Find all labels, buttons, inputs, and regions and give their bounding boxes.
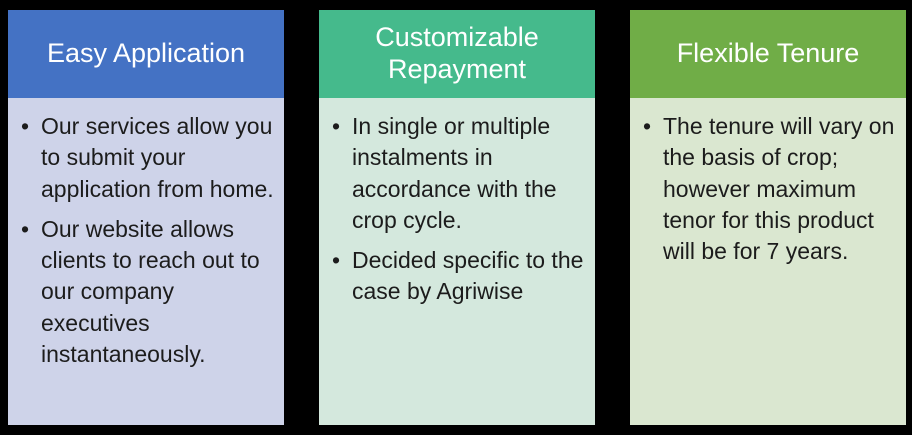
column-body-customizable-repayment: In single or multiple instalments in acc… [319, 98, 595, 425]
bullet-item: Our services allow you to submit your ap… [20, 111, 276, 205]
column-easy-application: Easy Application Our services allow you … [8, 10, 284, 425]
column-header-customizable-repayment: Customizable Repayment [319, 10, 595, 98]
bullet-item: Decided specific to the case by Agriwise [331, 245, 587, 308]
bullet-item: The tenure will vary on the basis of cro… [642, 111, 898, 267]
column-header-easy-application: Easy Application [8, 10, 284, 98]
column-body-flexible-tenure: The tenure will vary on the basis of cro… [630, 98, 906, 425]
column-flexible-tenure: Flexible Tenure The tenure will vary on … [630, 10, 906, 425]
column-header-flexible-tenure: Flexible Tenure [630, 10, 906, 98]
bullet-item: In single or multiple instalments in acc… [331, 111, 587, 236]
bullet-item: Our website allows clients to reach out … [20, 214, 276, 370]
column-body-easy-application: Our services allow you to submit your ap… [8, 98, 284, 425]
column-customizable-repayment: Customizable Repayment In single or mult… [319, 10, 595, 425]
